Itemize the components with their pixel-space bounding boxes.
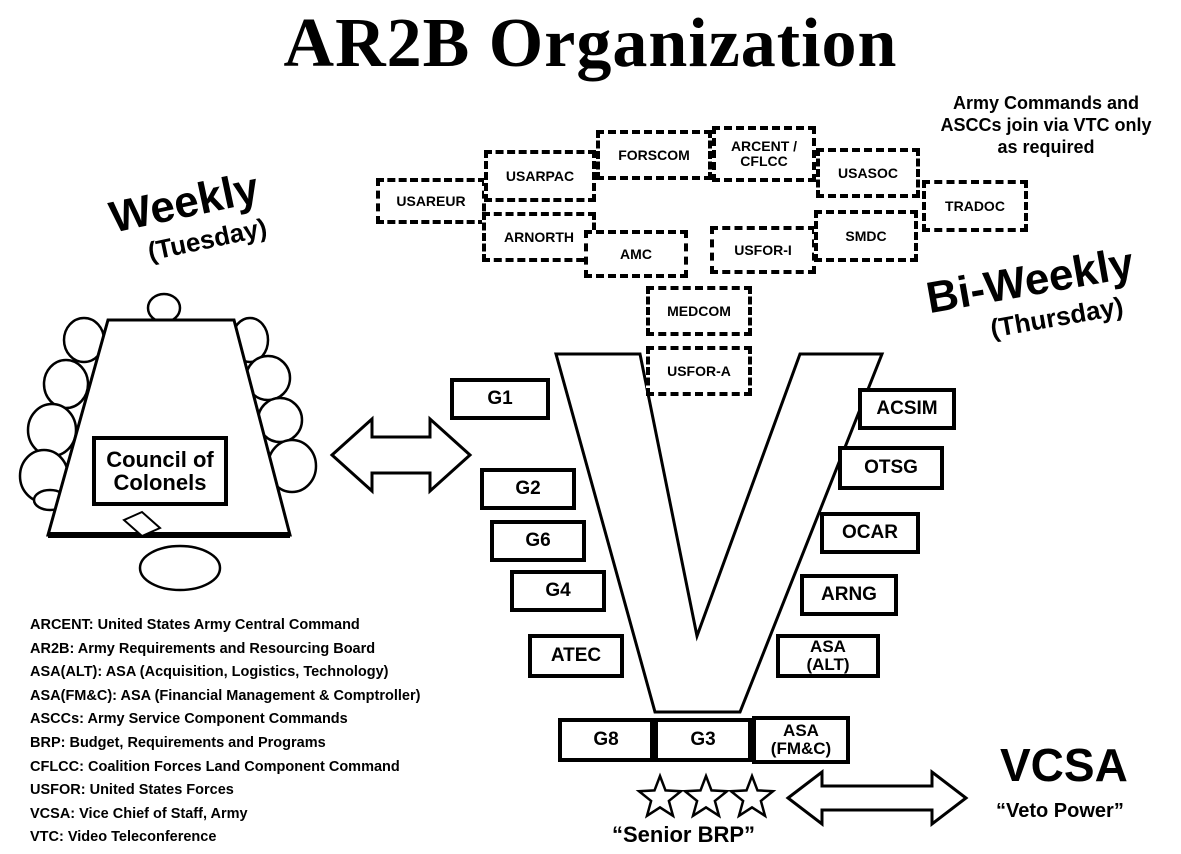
senior-brp-label: “Senior BRP” bbox=[612, 822, 756, 847]
otsg-box: OTSG bbox=[838, 446, 944, 490]
g2-box: G2 bbox=[480, 468, 576, 510]
acronym-legend: ARCENT: United States Army Central Comma… bbox=[30, 614, 420, 850]
legend-item: ASA(ALT): ASA (Acquisition, Logistics, T… bbox=[30, 664, 389, 681]
atec-box: ATEC bbox=[528, 634, 624, 678]
g3-box: G3 bbox=[654, 718, 752, 762]
smdc-box: SMDC bbox=[814, 210, 918, 262]
council-link-arrow bbox=[329, 415, 473, 495]
amc-box: AMC bbox=[584, 230, 688, 278]
vtc-note: Army Commands and ASCCs join via VTC onl… bbox=[926, 92, 1166, 158]
legend-item: AR2B: Army Requirements and Resourcing B… bbox=[30, 640, 376, 657]
acsim-box: ACSIM bbox=[858, 388, 956, 430]
council-line: Colonels bbox=[113, 470, 207, 495]
diagram-title: AR2B Organization bbox=[283, 5, 898, 82]
vtc-note-line: as required bbox=[997, 137, 1095, 157]
arcent-box: ARCENT / CFLCC bbox=[712, 126, 816, 182]
asa-alt-line: (ALT) bbox=[806, 655, 850, 674]
usasoc-box: USASOC bbox=[816, 148, 920, 198]
usarpac-box: USARPAC bbox=[484, 150, 596, 202]
legend-item: ASA(FM&C): ASA (Financial Management & C… bbox=[30, 687, 421, 704]
tradoc-box: TRADOC bbox=[922, 180, 1028, 232]
asa-alt-box: ASA (ALT) bbox=[776, 634, 880, 678]
star-icon bbox=[681, 772, 731, 819]
legend-item: BRP: Budget, Requirements and Programs bbox=[30, 734, 326, 751]
veto-power-label: “Veto Power” bbox=[996, 800, 1124, 822]
usfor-i-box: USFOR-I bbox=[710, 226, 816, 274]
g4-box: G4 bbox=[510, 570, 606, 612]
vcsa-label: VCSA bbox=[1000, 739, 1128, 791]
legend-item: USFOR: United States Forces bbox=[30, 782, 234, 799]
legend-item: ASCCs: Army Service Component Commands bbox=[30, 711, 348, 728]
star-icon bbox=[635, 772, 685, 819]
arnorth-box: ARNORTH bbox=[482, 212, 596, 262]
g8-box: G8 bbox=[558, 718, 654, 762]
arng-box: ARNG bbox=[800, 574, 898, 616]
legend-item: VCSA: Vice Chief of Staff, Army bbox=[30, 805, 248, 822]
g1-box: G1 bbox=[450, 378, 550, 420]
vtc-note-line: ASCCs join via VTC only bbox=[940, 115, 1152, 135]
asa-fmc-line: (FM&C) bbox=[770, 739, 832, 758]
vtc-note-line: Army Commands and bbox=[952, 93, 1140, 113]
forscom-box: FORSCOM bbox=[596, 130, 712, 180]
council-of-colonels-box: Council of Colonels bbox=[92, 436, 228, 506]
vcsa-link-arrow bbox=[785, 768, 969, 828]
star-icon-group bbox=[635, 772, 777, 819]
ocar-box: OCAR bbox=[820, 512, 920, 554]
asa-fmc-box: ASA (FM&C) bbox=[752, 716, 850, 764]
asa-fmc-line: ASA bbox=[783, 721, 819, 741]
legend-item: VTC: Video Teleconference bbox=[30, 829, 217, 846]
usareur-box: USAREUR bbox=[376, 178, 486, 224]
medcom-box: MEDCOM bbox=[646, 286, 752, 336]
arcent-line: ARCENT / bbox=[730, 138, 798, 155]
star-icon bbox=[727, 772, 777, 819]
council-line: Council of bbox=[106, 446, 214, 472]
legend-item: ARCENT: United States Army Central Comma… bbox=[30, 617, 360, 633]
v-shape bbox=[554, 352, 885, 714]
g6-box: G6 bbox=[490, 520, 586, 562]
cflcc-line: CFLCC bbox=[740, 153, 788, 169]
asa-alt-line: ASA bbox=[810, 637, 846, 657]
usfor-a-box: USFOR-A bbox=[646, 346, 752, 396]
legend-item: CFLCC: Coalition Forces Land Component C… bbox=[30, 758, 400, 775]
